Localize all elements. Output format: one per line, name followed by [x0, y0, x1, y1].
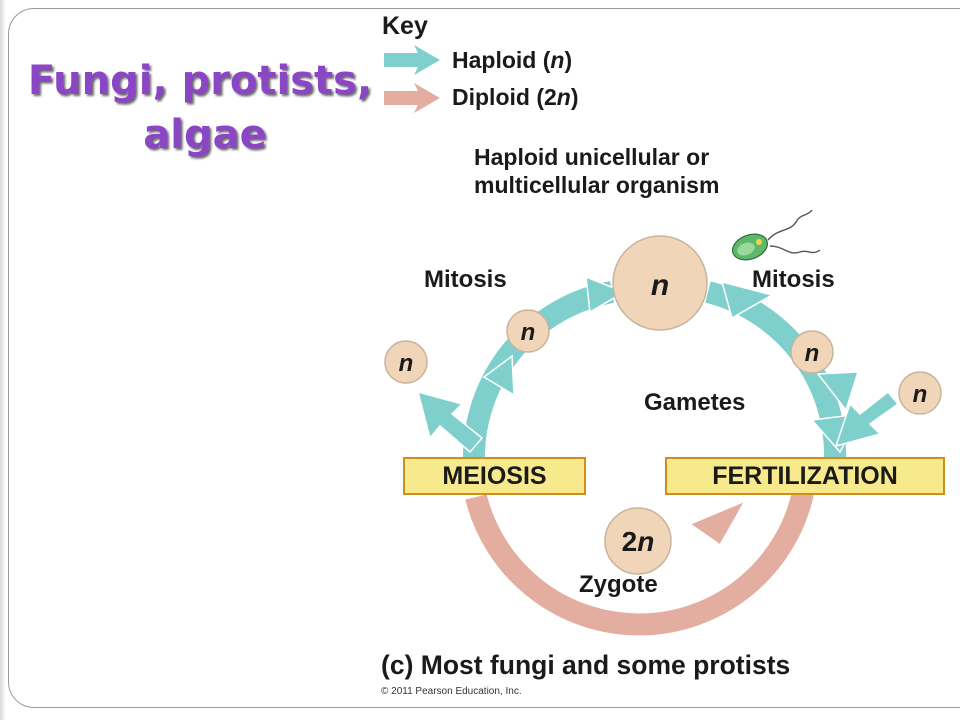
- zygote-label: Zygote: [579, 571, 658, 598]
- slide-frame: [8, 8, 960, 708]
- gamete-cell-inner: [790, 330, 834, 374]
- gamete-cell-outer-label: n: [913, 381, 928, 408]
- gamete-cell-outer: [898, 371, 942, 415]
- organism-cell: [612, 235, 708, 331]
- slide-title: Fungi, protists, algae: [0, 54, 410, 162]
- key-haploid-prefix: Haploid (: [452, 47, 551, 73]
- figure-caption: (c) Most fungi and some protists: [381, 650, 791, 680]
- zygote-cell-number: 2: [622, 526, 638, 557]
- organism-description: Haploid unicellular or multicellular org…: [474, 143, 719, 199]
- spore-release-arrow: [416, 390, 484, 454]
- haploid-arc-left: [462, 281, 615, 461]
- slide-title-line2: algae: [143, 112, 267, 158]
- spore-cell-outer-label: n: [399, 350, 414, 377]
- fertilization-box: FERTILIZATION: [665, 457, 945, 495]
- zygote-cell-text: 2n: [622, 526, 655, 557]
- slide-title-line1: Fungi, protists,: [27, 58, 373, 104]
- haploid-arc-right: [705, 281, 847, 461]
- key-diploid-suffix: ): [570, 84, 579, 110]
- key-haploid-arrow: [384, 45, 440, 75]
- haploid-arrowhead-left-mid: [482, 354, 515, 397]
- key-diploid-label: Diploid (2n): [452, 84, 579, 111]
- zygote-cell-symbol: n: [637, 526, 654, 557]
- spore-cell-inner: [506, 309, 550, 353]
- key-haploid-symbol: n: [550, 47, 565, 73]
- zygote-cell-label: 2n: [622, 526, 655, 557]
- diploid-arrowhead: [688, 499, 747, 547]
- mitosis-left-label: Mitosis: [424, 266, 507, 293]
- zygote-cell: [604, 507, 672, 575]
- gamete-cell-inner-label: n: [805, 340, 820, 367]
- key-diploid-symbol: n: [556, 84, 571, 110]
- haploid-arrowhead-right-top: [720, 280, 774, 320]
- key-diploid-prefix: Diploid (2: [452, 84, 557, 110]
- gametes-label: Gametes: [644, 389, 746, 416]
- key-diploid-arrow: [384, 83, 440, 113]
- meiosis-box: MEIOSIS: [403, 457, 586, 495]
- spore-cell-outer: [384, 340, 428, 384]
- organism-description-line1: Haploid unicellular or: [474, 144, 710, 170]
- organism-cell-label: n: [651, 269, 669, 302]
- organism-description-line2: multicellular organism: [474, 172, 720, 198]
- mitosis-right-label: Mitosis: [752, 266, 835, 293]
- key-title: Key: [382, 12, 428, 40]
- flagellate-organism-icon: [731, 209, 821, 261]
- slide-shadow-edge: [0, 0, 6, 720]
- spore-cell-inner-label: n: [521, 319, 536, 346]
- gamete-join-arrow: [834, 390, 900, 448]
- key-haploid-suffix: ): [564, 47, 573, 73]
- diploid-arc: [465, 490, 814, 636]
- haploid-arrowhead-right-mid: [816, 371, 860, 412]
- haploid-arrowhead-left-top: [585, 275, 626, 314]
- key-haploid-label: Haploid (n): [452, 47, 572, 74]
- copyright-notice: © 2011 Pearson Education, Inc.: [381, 686, 522, 697]
